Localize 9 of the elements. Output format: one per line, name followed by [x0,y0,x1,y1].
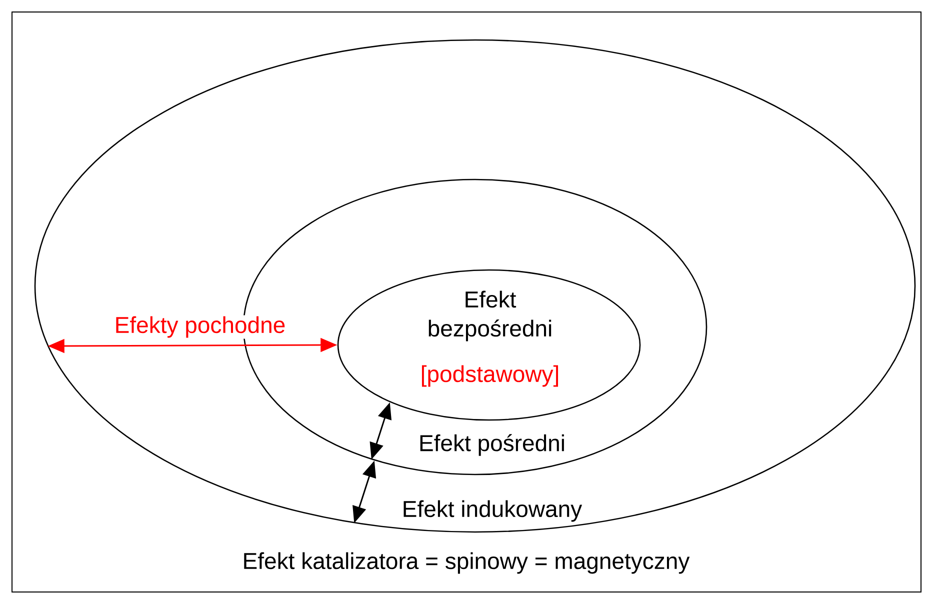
ellipse-label: Efekt pośredni [420,434,564,456]
double-arrow [352,462,376,522]
frame-label: Efekt katalizatora = spinowy = magnetyczny [244,552,690,574]
ellipse-label: Efekt indukowany [404,500,582,522]
ellipse-label: [podstawowy] [422,365,558,387]
double-arrow [48,338,336,353]
double-arrow [370,403,392,458]
ellipse-label: Efekt bezpośredni [428,290,552,342]
edge-label: Efekty pochodne [113,315,287,339]
